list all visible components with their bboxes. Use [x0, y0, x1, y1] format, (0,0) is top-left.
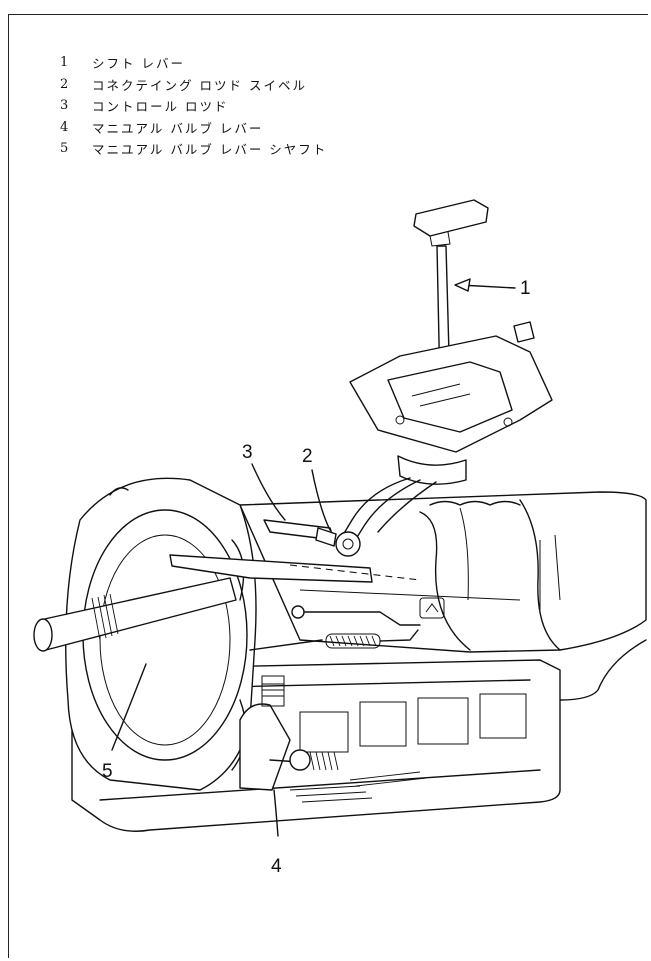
legend-number: 5: [60, 141, 69, 157]
control-rod: [169, 519, 421, 583]
callout-2: 2: [302, 446, 313, 467]
legend-item-3: 3 コントロール ロツド: [60, 95, 327, 117]
legend-label: マニユアル バルブ レバー: [92, 120, 264, 136]
legend-item-4: 4 マニユアル バルブ レバー: [60, 117, 327, 139]
legend-number: 4: [60, 119, 69, 135]
legend-label: コネクテイング ロツド スイベル: [92, 77, 307, 93]
bell-housing: [65, 477, 257, 791]
legend-label: マニユアル バルブ レバー シヤフト: [92, 142, 328, 158]
shift-lever-assembly: [339, 199, 553, 543]
legend-item-2: 2 コネクテイング ロツド スイベル: [60, 74, 327, 96]
parts-legend: 1 シフト レバー 2 コネクテイング ロツド スイベル 3 コントロール ロツ…: [60, 52, 327, 160]
manual-valve-lever: [239, 675, 427, 803]
legend-item-1: 1 シフト レバー: [60, 52, 327, 74]
linkage-springs: [249, 605, 421, 651]
input-shaft: [33, 577, 237, 652]
legend-label: コントロール ロツド: [92, 99, 229, 115]
callout-1: 1: [520, 278, 531, 299]
leader-lines: [111, 278, 516, 837]
legend-label: シフト レバー: [92, 56, 185, 72]
legend-number: 1: [60, 55, 69, 71]
callout-5: 5: [102, 761, 113, 782]
page-frame: [8, 14, 648, 958]
legend-item-5: 5 マニユアル バルブ レバー シヤフト: [60, 138, 327, 160]
connecting-rod-swivel: [315, 527, 361, 557]
callout-3: 3: [242, 442, 253, 463]
callout-4: 4: [271, 856, 282, 877]
legend-number: 3: [60, 98, 69, 114]
legend-number: 2: [60, 76, 69, 92]
